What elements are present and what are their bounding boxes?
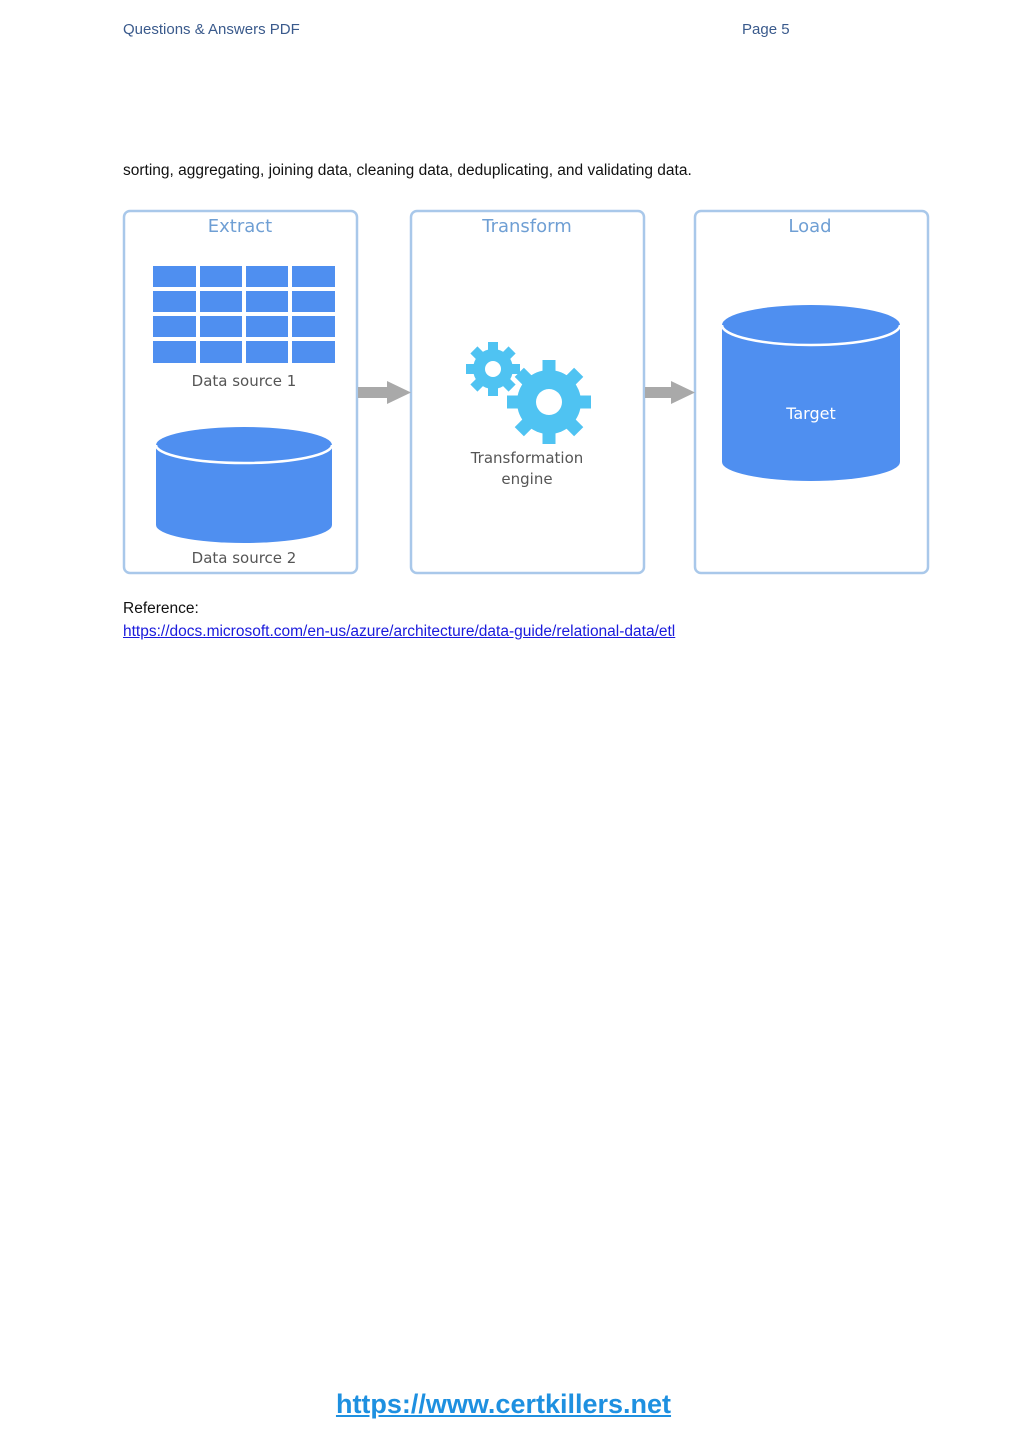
reference-label: Reference: <box>123 600 199 617</box>
reference-link[interactable]: https://docs.microsoft.com/en-us/azure/a… <box>123 623 676 640</box>
etl-diagram: Extract Transform Load Data source 1 Dat… <box>122 209 930 575</box>
stage-title-extract: Extract <box>208 216 272 237</box>
table-icon <box>153 266 335 363</box>
footer-url[interactable]: https://www.certkillers.net <box>335 1389 672 1419</box>
database-icon <box>720 305 902 481</box>
data-source-1-label: Data source 1 <box>192 372 297 390</box>
target-label: Target <box>785 404 836 423</box>
stage-title-load: Load <box>788 216 831 237</box>
header-title: Questions & Answers PDF <box>123 21 300 38</box>
body-paragraph: sorting, aggregating, joining data, clea… <box>123 162 692 179</box>
data-source-2-label: Data source 2 <box>192 549 297 567</box>
arrow-right-icon <box>645 381 695 404</box>
gear-icon <box>466 342 520 396</box>
page-number: Page 5 <box>742 21 790 38</box>
footer-link[interactable]: https://www.certkillers.net <box>0 1389 1023 1420</box>
engine-label-line1: Transformation <box>470 449 584 467</box>
engine-label-line2: engine <box>501 470 552 488</box>
stage-title-transform: Transform <box>481 216 572 237</box>
arrow-right-icon <box>358 381 411 404</box>
gear-icon <box>507 360 591 444</box>
database-icon <box>154 427 334 543</box>
